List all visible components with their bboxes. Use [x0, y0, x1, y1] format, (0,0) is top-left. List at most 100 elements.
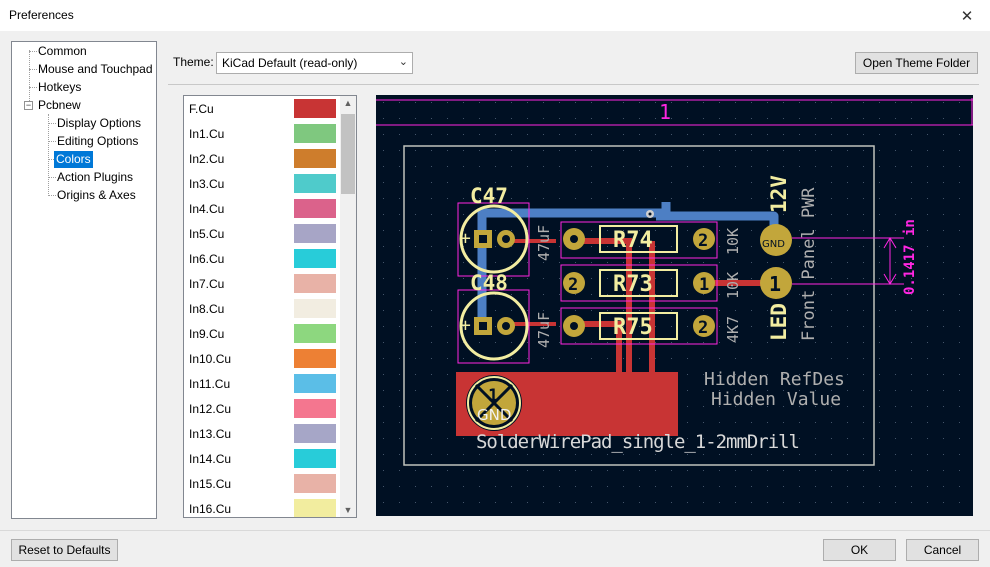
layer-row[interactable]: In8.Cu — [184, 296, 340, 321]
layer-row[interactable]: In13.Cu — [184, 421, 340, 446]
tree-item-action-plugins[interactable]: Action Plugins — [57, 170, 134, 184]
tree-connector — [29, 51, 37, 52]
layer-name: In2.Cu — [189, 152, 225, 166]
layer-name: In16.Cu — [189, 502, 232, 516]
layer-row[interactable]: In11.Cu — [184, 371, 340, 396]
preferences-tree[interactable]: − Common Mouse and Touchpad Hotkeys Pcbn… — [11, 41, 157, 519]
resistor-r73: R73 2 1 10K — [563, 269, 742, 299]
tree-item-pcbnew[interactable]: Pcbnew — [38, 98, 81, 112]
layer-color-swatch[interactable] — [294, 149, 336, 168]
layer-row[interactable]: In5.Cu — [184, 221, 340, 246]
layer-color-swatch[interactable] — [294, 474, 336, 493]
layer-row[interactable]: In15.Cu — [184, 471, 340, 496]
reset-to-defaults-button[interactable]: Reset to Defaults — [11, 539, 118, 561]
layer-row[interactable]: In1.Cu — [184, 121, 340, 146]
layer-row[interactable]: In2.Cu — [184, 146, 340, 171]
c47-ref: C47 — [470, 184, 508, 208]
scroll-down-icon[interactable]: ▼ — [343, 505, 353, 515]
layer-color-swatch[interactable] — [294, 124, 336, 143]
open-theme-folder-button[interactable]: Open Theme Folder — [855, 52, 978, 74]
capacitor-c47: + C47 47uF — [459, 184, 553, 274]
layer-color-swatch[interactable] — [294, 349, 336, 368]
scroll-up-icon[interactable]: ▲ — [343, 98, 353, 108]
layer-color-swatch[interactable] — [294, 99, 336, 118]
hidden-refdes-label: Hidden RefDes — [704, 369, 845, 390]
cancel-button[interactable]: Cancel — [906, 539, 979, 561]
layer-row[interactable]: In16.Cu — [184, 496, 340, 517]
layer-row[interactable]: In14.Cu — [184, 446, 340, 471]
resistor-r75: R75 2 4K7 — [563, 312, 742, 343]
board-edge — [403, 145, 875, 466]
svg-text:2: 2 — [698, 318, 708, 338]
c48-ref: C48 — [470, 271, 508, 295]
scroll-thumb[interactable] — [341, 114, 355, 194]
theme-label: Theme: — [173, 55, 214, 69]
layer-name: In13.Cu — [189, 427, 232, 441]
r74-ref: R74 — [613, 228, 653, 253]
layer-name: In7.Cu — [189, 277, 225, 291]
svg-text:1: 1 — [488, 386, 498, 406]
svg-text:GND: GND — [762, 239, 785, 250]
layer-row[interactable]: In7.Cu — [184, 271, 340, 296]
net-12v-label: 12V — [767, 175, 791, 213]
layer-color-swatch[interactable] — [294, 299, 336, 318]
tree-connector — [29, 69, 37, 70]
layer-color-swatch[interactable] — [294, 399, 336, 418]
layer-color-swatch[interactable] — [294, 199, 336, 218]
led-footprint: GND 1 12V LED Front Panel PWR — [760, 175, 819, 341]
layer-row[interactable]: In4.Cu — [184, 196, 340, 221]
layer-color-swatch[interactable] — [294, 224, 336, 243]
tree-connector — [48, 114, 49, 196]
footprint-name-label: SolderWirePad_single_1-2mmDrill — [476, 431, 800, 453]
layer-name: In9.Cu — [189, 327, 225, 341]
layer-name: In1.Cu — [189, 127, 225, 141]
ok-button[interactable]: OK — [823, 539, 896, 561]
tree-connector — [29, 87, 37, 88]
layer-row[interactable]: In12.Cu — [184, 396, 340, 421]
layer-row[interactable]: In9.Cu — [184, 321, 340, 346]
layer-color-swatch[interactable] — [294, 374, 336, 393]
layer-color-swatch[interactable] — [294, 449, 336, 468]
close-icon[interactable]: ✕ — [960, 7, 974, 25]
layer-color-swatch[interactable] — [294, 249, 336, 268]
layer-row[interactable]: In10.Cu — [184, 346, 340, 371]
layer-row[interactable]: In6.Cu — [184, 246, 340, 271]
layer-color-swatch[interactable] — [294, 274, 336, 293]
collapse-icon[interactable]: − — [24, 100, 33, 110]
r74-value: 10K — [724, 228, 742, 255]
theme-select[interactable]: KiCad Default (read-only) ⌄ — [216, 52, 413, 74]
layer-name: In12.Cu — [189, 402, 232, 416]
courtyards — [457, 202, 718, 364]
layer-color-swatch[interactable] — [294, 324, 336, 343]
layer-name: In11.Cu — [189, 377, 231, 391]
tree-item-origins-axes[interactable]: Origins & Axes — [57, 188, 136, 202]
layer-color-swatch[interactable] — [294, 424, 336, 443]
layer-row[interactable]: F.Cu — [184, 96, 340, 121]
layer-list-scrollbar[interactable]: ▲ ▼ — [340, 96, 356, 517]
svg-text:2: 2 — [568, 275, 578, 295]
r75-ref: R75 — [613, 315, 653, 340]
ruler-label: 1 — [659, 100, 671, 124]
tree-item-mouse-touchpad[interactable]: Mouse and Touchpad — [38, 62, 153, 76]
led-label: LED — [767, 303, 791, 341]
layer-name: In6.Cu — [189, 252, 225, 266]
pcb-preview-svg: 1 — [376, 95, 973, 516]
tree-connector — [48, 177, 56, 178]
tree-item-hotkeys[interactable]: Hotkeys — [38, 80, 82, 94]
tree-item-common[interactable]: Common — [38, 44, 87, 58]
tree-item-editing-options[interactable]: Editing Options — [57, 134, 139, 148]
tree-item-display-options[interactable]: Display Options — [57, 116, 142, 130]
hidden-value-label: Hidden Value — [711, 389, 841, 410]
divider — [168, 84, 979, 85]
layer-row[interactable]: In3.Cu — [184, 171, 340, 196]
r73-value: 10K — [724, 272, 742, 299]
c48-value: 47uF — [535, 312, 553, 348]
tree-item-colors[interactable]: Colors — [54, 151, 93, 168]
pcb-preview-canvas: 1 — [376, 95, 973, 516]
tree-connector — [48, 195, 56, 196]
layer-name: F.Cu — [189, 102, 214, 116]
layer-color-swatch[interactable] — [294, 174, 336, 193]
layer-color-swatch[interactable] — [294, 499, 336, 517]
resistor-r74: R74 2 10K — [563, 225, 742, 255]
